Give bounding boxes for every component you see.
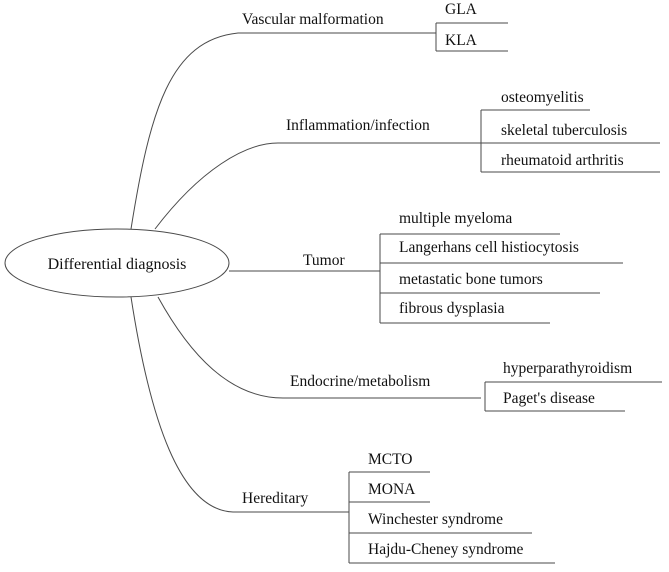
- leaf-metastatic-bone-tumors: metastatic bone tumors: [399, 271, 543, 288]
- leaf-hajdu-cheney-syndrome: Hajdu-Cheney syndrome: [368, 541, 524, 558]
- leaf-gla: GLA: [445, 1, 478, 18]
- category-inflammation-infection: Inflammation/infection: [286, 117, 430, 134]
- edge-root-vascular: [130, 32, 436, 230]
- leaf-skeletal-tuberculosis: skeletal tuberculosis: [501, 122, 627, 139]
- leaf-osteomyelitis: osteomyelitis: [501, 89, 584, 106]
- category-vascular-malformation: Vascular malformation: [242, 11, 384, 28]
- leaf-pagets-disease: Paget's disease: [503, 390, 595, 407]
- leaf-fibrous-dysplasia: fibrous dysplasia: [399, 300, 505, 317]
- leaf-langerhans-cell-histiocytosis: Langerhans cell histiocytosis: [399, 239, 579, 256]
- edge-root-endocrine: [157, 296, 481, 399]
- category-hereditary: Hereditary: [242, 490, 309, 507]
- leaf-winchester-syndrome: Winchester syndrome: [368, 511, 503, 528]
- leaf-rheumatoid-arthritis: rheumatoid arthritis: [501, 152, 624, 169]
- leaf-mona: MONA: [368, 481, 416, 498]
- category-endocrine-metabolism: Endocrine/metabolism: [290, 373, 430, 390]
- leaf-multiple-myeloma: multiple myeloma: [399, 210, 512, 227]
- root-node: [4, 228, 230, 298]
- root-label: Differential diagnosis: [48, 256, 187, 273]
- leaf-hyperparathyroidism: hyperparathyroidism: [503, 360, 632, 377]
- leaf-kla: KLA: [445, 32, 478, 49]
- edge-root-inflammation: [154, 142, 481, 230]
- category-tumor: Tumor: [303, 252, 345, 269]
- leaf-mcto: MCTO: [368, 451, 413, 468]
- edge-root-hereditary: [130, 296, 349, 513]
